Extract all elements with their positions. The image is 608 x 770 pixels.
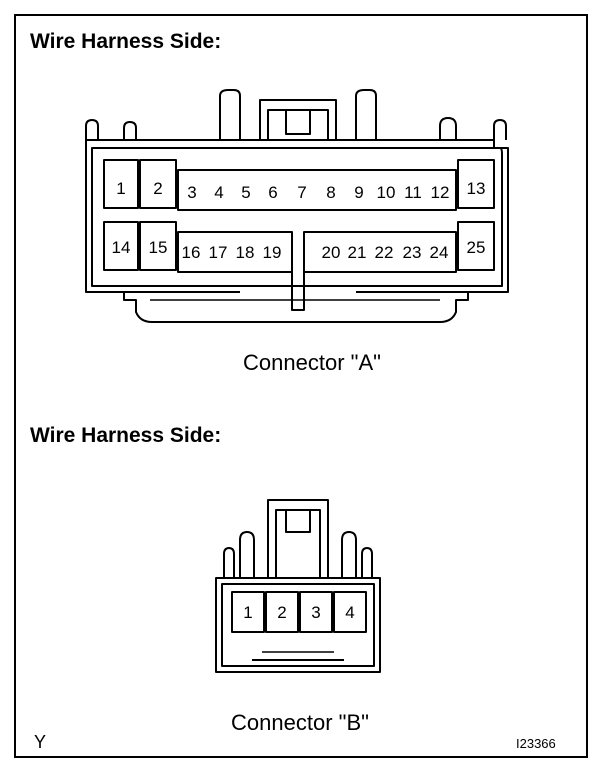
- pin-b-1: 1: [243, 603, 252, 622]
- pin-a-9: 9: [354, 183, 363, 202]
- pin-a-11: 11: [404, 183, 422, 202]
- pin-a-21: 21: [348, 243, 367, 262]
- pin-a-8: 8: [326, 183, 335, 202]
- pin-a-1: 1: [116, 179, 125, 198]
- pin-a-22: 22: [375, 243, 394, 262]
- pin-a-23: 23: [403, 243, 422, 262]
- connector-a-housing: [85, 139, 509, 323]
- connector-b-caption: Connector "B": [231, 710, 369, 735]
- connector-b-housing: [215, 577, 381, 673]
- pin-a-3: 3: [187, 183, 196, 202]
- pin-a-13: 13: [467, 179, 486, 198]
- connector-a-caption: Connector "A": [243, 350, 381, 375]
- pin-a-15: 15: [149, 238, 168, 257]
- pin-a-5: 5: [241, 183, 250, 202]
- pin-a-18: 18: [236, 243, 255, 262]
- pin-a-24: 24: [430, 243, 449, 262]
- pin-a-4: 4: [214, 183, 223, 202]
- diagram-frame: [14, 14, 588, 758]
- pin-a-19: 19: [263, 243, 282, 262]
- pin-a-10: 10: [377, 183, 396, 202]
- figure-id: I23366: [516, 736, 556, 751]
- pin-a-2: 2: [153, 179, 162, 198]
- footer-left-mark: Y: [34, 732, 47, 752]
- pin-a-6: 6: [268, 183, 277, 202]
- pin-a-20: 20: [322, 243, 341, 262]
- connector-a-heading: Wire Harness Side:: [30, 30, 222, 53]
- pin-a-14: 14: [112, 238, 131, 257]
- pin-a-7: 7: [297, 183, 306, 202]
- pin-a-17: 17: [209, 243, 228, 262]
- pin-b-3: 3: [311, 603, 320, 622]
- connector-b-heading: Wire Harness Side:: [30, 424, 222, 447]
- pin-b-4: 4: [345, 603, 354, 622]
- pin-b-2: 2: [277, 603, 286, 622]
- pin-a-25: 25: [467, 238, 486, 257]
- pin-a-12: 12: [431, 183, 450, 202]
- pin-a-16: 16: [182, 243, 201, 262]
